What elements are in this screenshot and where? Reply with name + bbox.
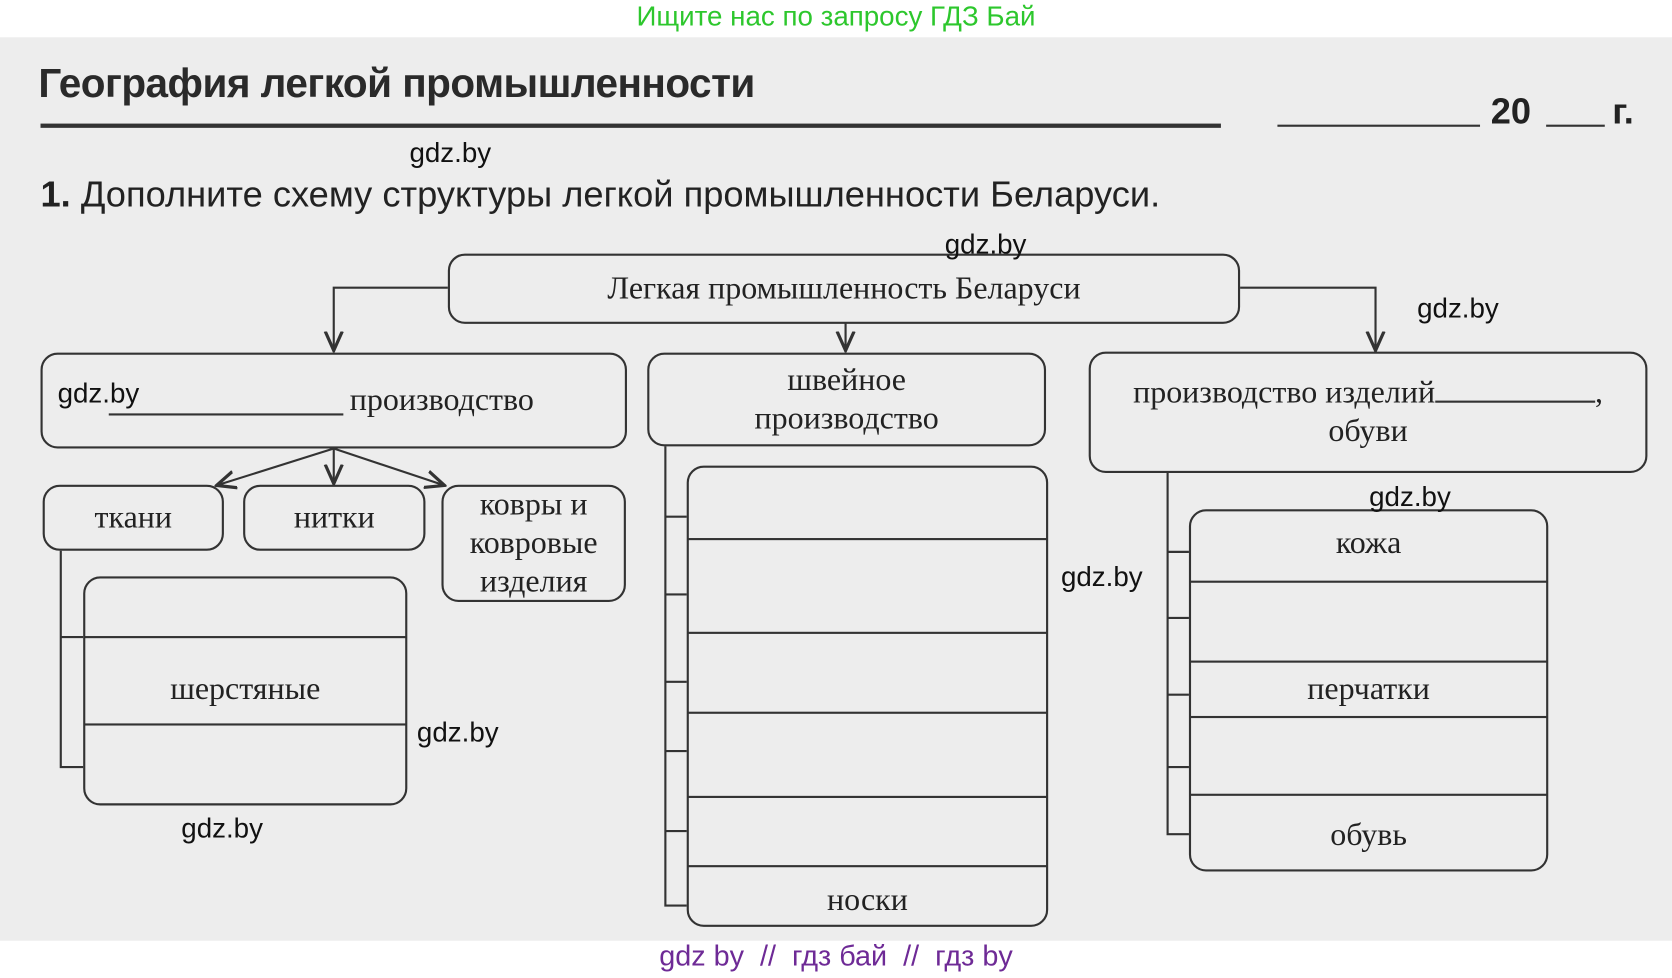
search-banner: Ищите нас по запросу ГДЗ Бай (636, 0, 1036, 32)
sewing-list-box (686, 465, 1049, 927)
date-blank (1277, 124, 1481, 127)
watermark: gdz.by (1060, 560, 1143, 593)
right-branch-label: производство изделий (1133, 375, 1436, 411)
list-divider (687, 795, 1048, 798)
list-divider (84, 636, 407, 639)
list-divider (687, 538, 1048, 541)
page-title: География легкой промышленности (38, 61, 755, 107)
list-divider (687, 865, 1048, 868)
child-box-tkani: ткани (42, 484, 224, 551)
fill-in-blank[interactable] (108, 386, 344, 416)
list-divider (687, 631, 1048, 634)
left-branch-box: производство (40, 352, 627, 449)
list-item: перчатки (1307, 671, 1430, 707)
watermark: gdz.by (944, 227, 1027, 260)
year-blank (1546, 124, 1605, 127)
middle-branch-box: швейное производство (647, 352, 1047, 447)
task-number: 1. (40, 174, 71, 216)
list-divider (84, 723, 407, 726)
workbook-page (0, 37, 1672, 941)
wool-list-box (83, 576, 408, 806)
watermark: gdz.by (1417, 291, 1499, 324)
root-box: Легкая промышленность Беларуси (447, 253, 1241, 324)
task-heading: 1. Дополните схему структуры легкой пром… (41, 175, 1161, 217)
task-text: Дополните схему структуры легкой промышл… (80, 174, 1161, 216)
list-item: шерстяные (170, 671, 321, 707)
year-prefix: 20 (1490, 91, 1532, 133)
watermark: gdz.by (1369, 480, 1451, 513)
list-divider (1189, 793, 1548, 796)
left-branch-label: производство (349, 382, 534, 418)
title-underline (40, 123, 1221, 128)
watermark: gdz.by (416, 715, 499, 748)
list-item: кожа (1335, 525, 1402, 561)
fill-in-blank[interactable] (1435, 375, 1596, 403)
right-branch-label-end: , обуви (1328, 375, 1604, 449)
list-divider (1189, 660, 1548, 663)
watermark: gdz.by (181, 811, 263, 844)
footer-watermark: gdz by // гдз бай // гдз by (659, 939, 1013, 972)
leather-list-box (1188, 509, 1549, 872)
watermark: gdz.by (57, 377, 140, 410)
list-divider (1189, 715, 1548, 719)
year-suffix: г. (1612, 91, 1634, 133)
watermark: gdz.by (409, 136, 492, 169)
right-branch-box: производство изделий, обуви (1088, 351, 1648, 474)
list-divider (1189, 580, 1548, 583)
list-divider (687, 711, 1048, 714)
child-box-nitki: нитки (243, 484, 426, 551)
child-box-kovry: ковры и ковровые изделия (441, 484, 626, 602)
list-item: обувь (1330, 817, 1407, 853)
list-item: носки (827, 882, 908, 918)
